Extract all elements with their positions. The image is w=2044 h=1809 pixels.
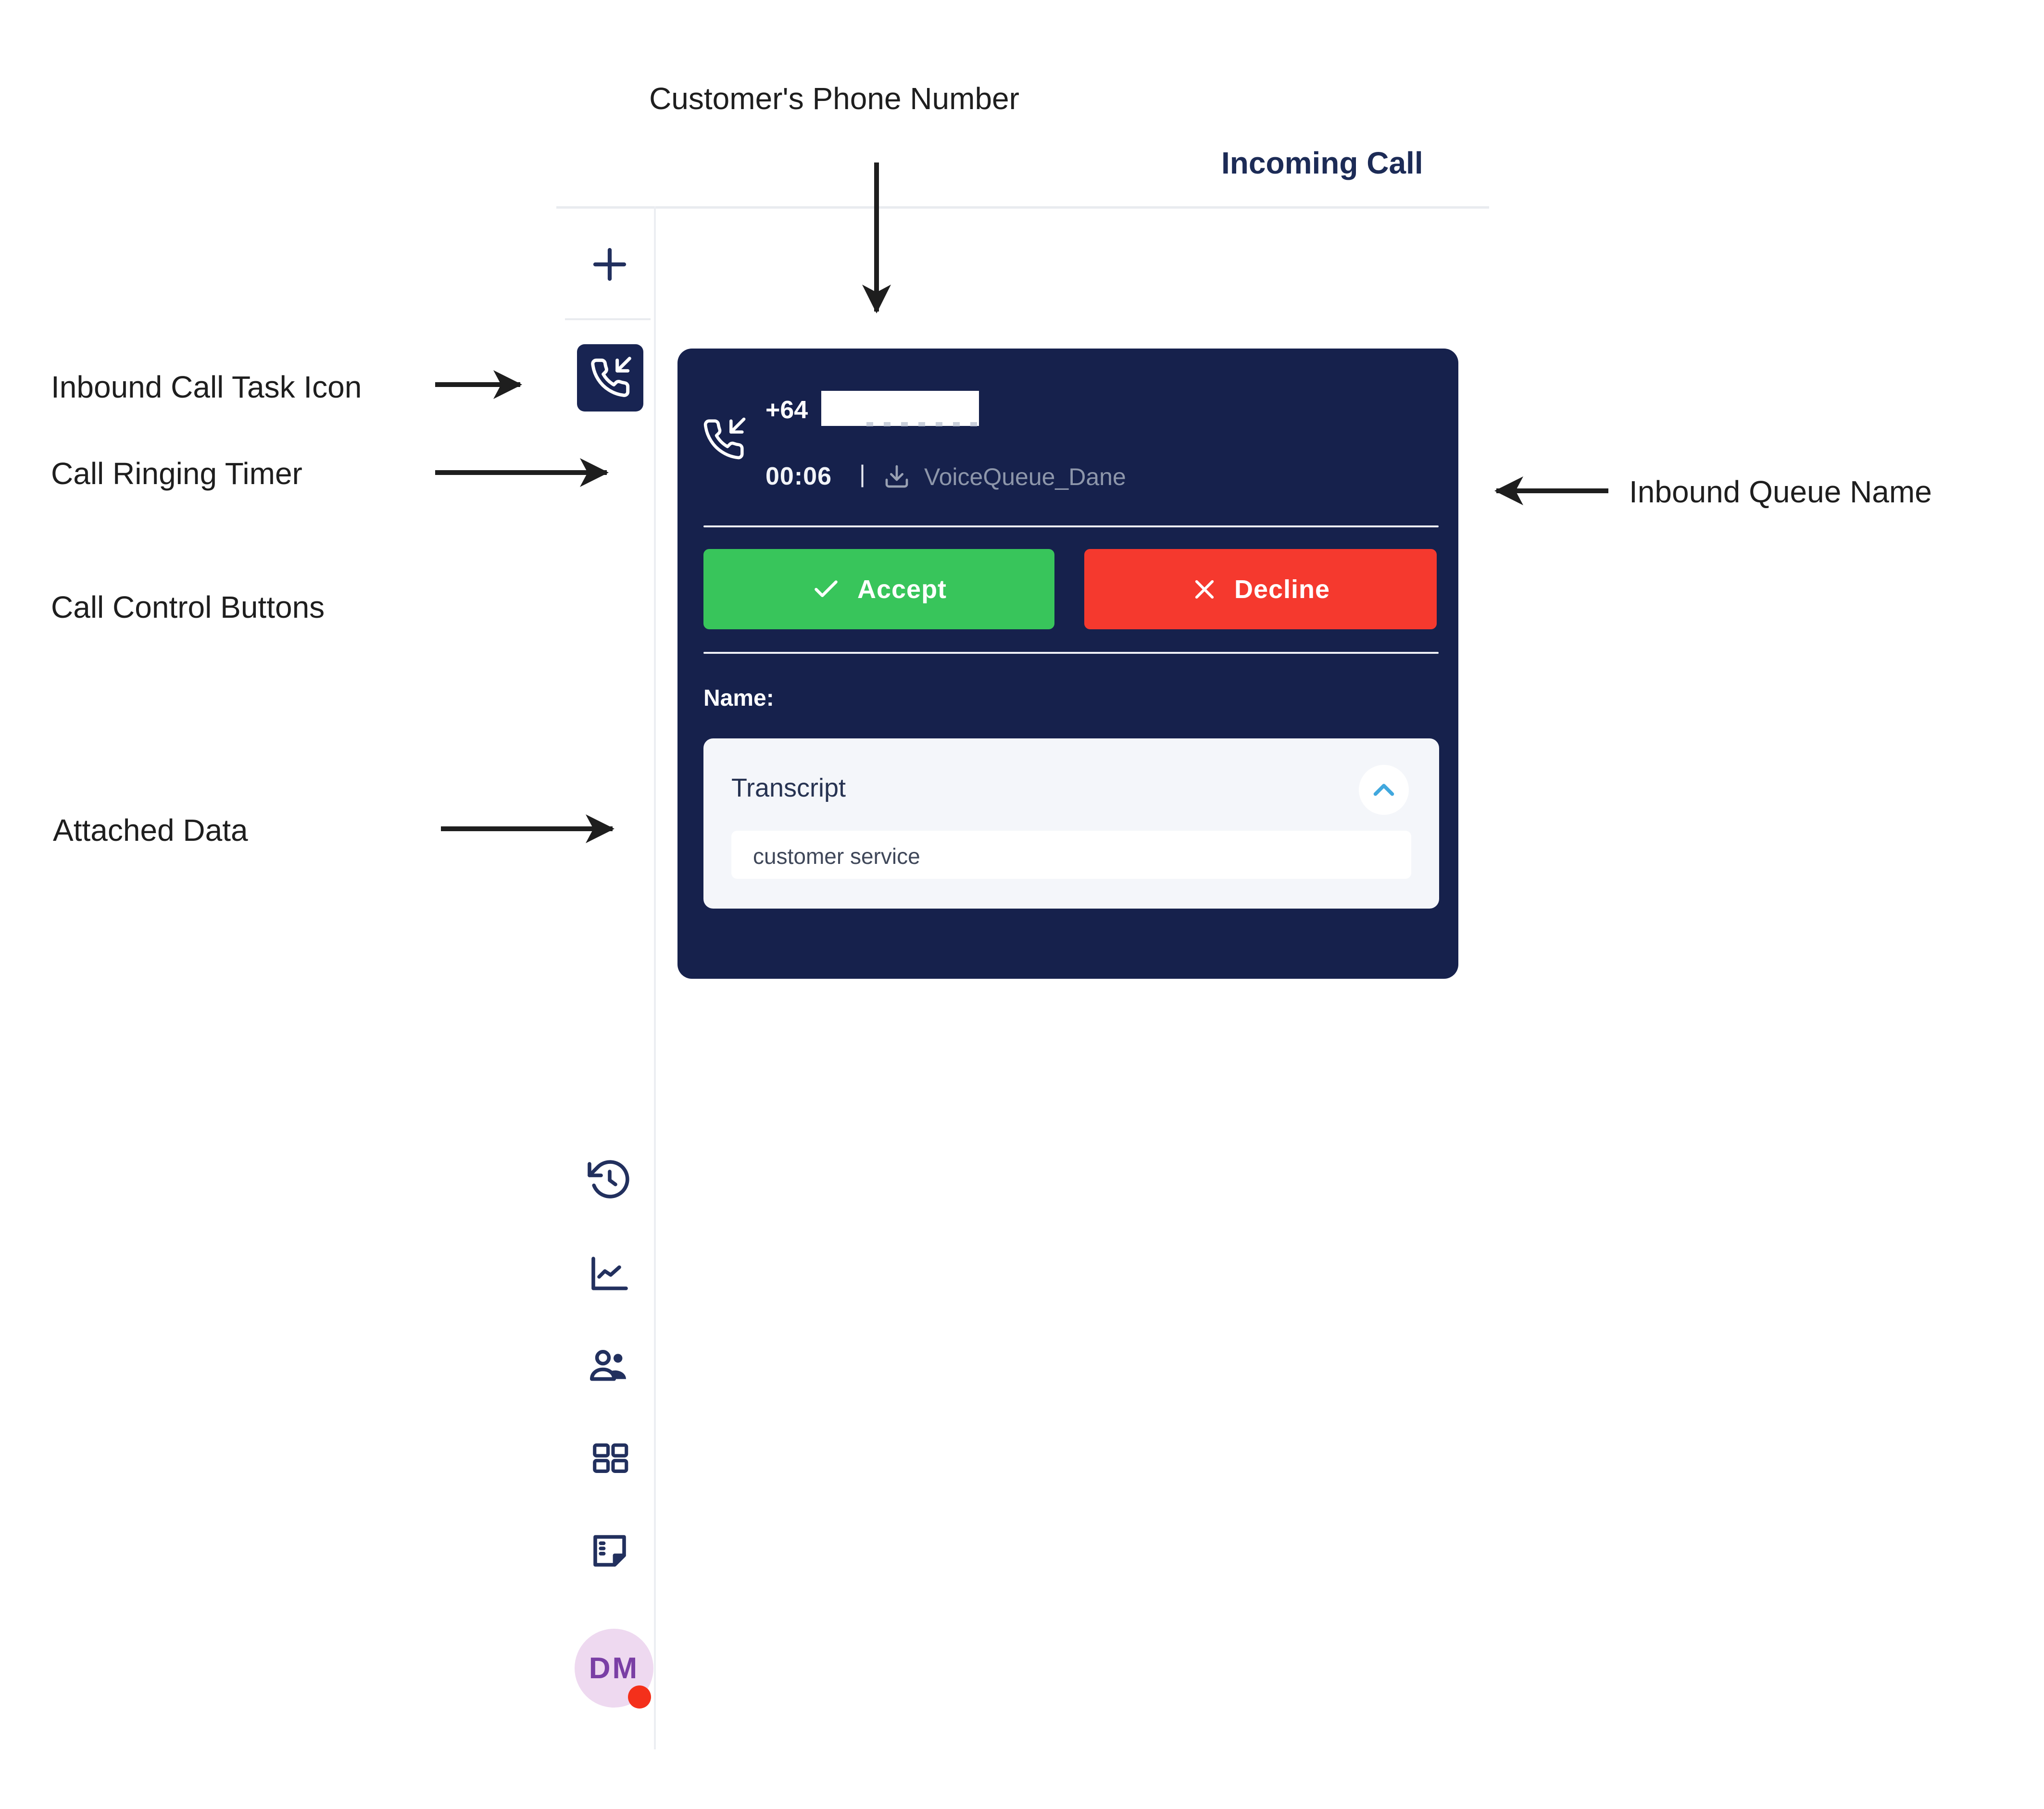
sidebar-item-history[interactable] (587, 1157, 633, 1203)
chevron-up-icon (1373, 784, 1394, 796)
timer-queue-separator: | (859, 461, 865, 487)
call-ringing-timer: 00:06 (765, 462, 832, 490)
x-icon (1195, 580, 1214, 599)
sidebar-item-inbound-call-task[interactable] (577, 344, 643, 412)
queue-indicator (883, 463, 910, 490)
call-type-indicator (702, 417, 746, 462)
notes-icon (593, 1535, 626, 1567)
transcript-title: Transcript (731, 774, 846, 802)
customer-phone-number: +64 (765, 396, 808, 424)
card-divider-bottom (703, 652, 1439, 654)
attached-data-panel: Transcript customer service (703, 738, 1439, 909)
annotation-call-ringing-timer: Call Ringing Timer (51, 456, 302, 491)
annotation-inbound-queue-name: Inbound Queue Name (1629, 474, 1932, 509)
transcript-value-box: customer service (731, 831, 1411, 879)
check-icon (815, 580, 838, 597)
transcript-value: customer service (753, 844, 920, 869)
new-task-button[interactable] (588, 243, 631, 286)
accept-button[interactable]: Accept (703, 549, 1054, 629)
card-divider-top (703, 525, 1439, 527)
collapse-toggle[interactable] (1359, 765, 1409, 815)
phone-incoming-icon (703, 417, 746, 460)
annotation-inbound-call-task-icon: Inbound Call Task Icon (51, 370, 362, 404)
accept-button-label: Accept (857, 574, 947, 604)
sidebar-item-analytics[interactable] (587, 1251, 633, 1297)
sidebar-section-divider (565, 318, 651, 320)
download-icon (885, 465, 908, 488)
history-icon (588, 1160, 629, 1198)
annotation-call-control-buttons: Call Control Buttons (51, 590, 325, 624)
phone-number-redaction (821, 391, 979, 426)
decline-button-label: Decline (1234, 574, 1330, 604)
incoming-call-card: +64 00:06 | VoiceQueue_Dane Accept Decli (677, 349, 1458, 979)
presence-status-dot (628, 1685, 651, 1709)
header-divider-line (556, 206, 1489, 209)
plus-icon (593, 248, 627, 281)
sidebar-item-apps[interactable] (589, 1436, 632, 1480)
line-chart-icon (591, 1257, 628, 1290)
decline-button[interactable]: Decline (1084, 549, 1437, 629)
sidebar-item-contacts[interactable] (586, 1344, 634, 1390)
phone-incoming-icon (591, 357, 631, 397)
contacts-icon (590, 1350, 626, 1381)
avatar-initials: DM (589, 1651, 640, 1685)
attached-data-name-label: Name: (703, 686, 774, 711)
annotation-customer-phone-number: Customer's Phone Number (649, 81, 1019, 116)
inbound-queue-name: VoiceQueue_Dane (924, 463, 1126, 490)
page-title: Incoming Call (1221, 146, 1423, 180)
sidebar-item-notes[interactable] (587, 1527, 633, 1573)
redacted-digits (866, 422, 982, 426)
grid-icon (593, 1443, 628, 1473)
sidebar-divider-line (654, 206, 656, 1749)
annotation-attached-data: Attached Data (53, 813, 248, 848)
